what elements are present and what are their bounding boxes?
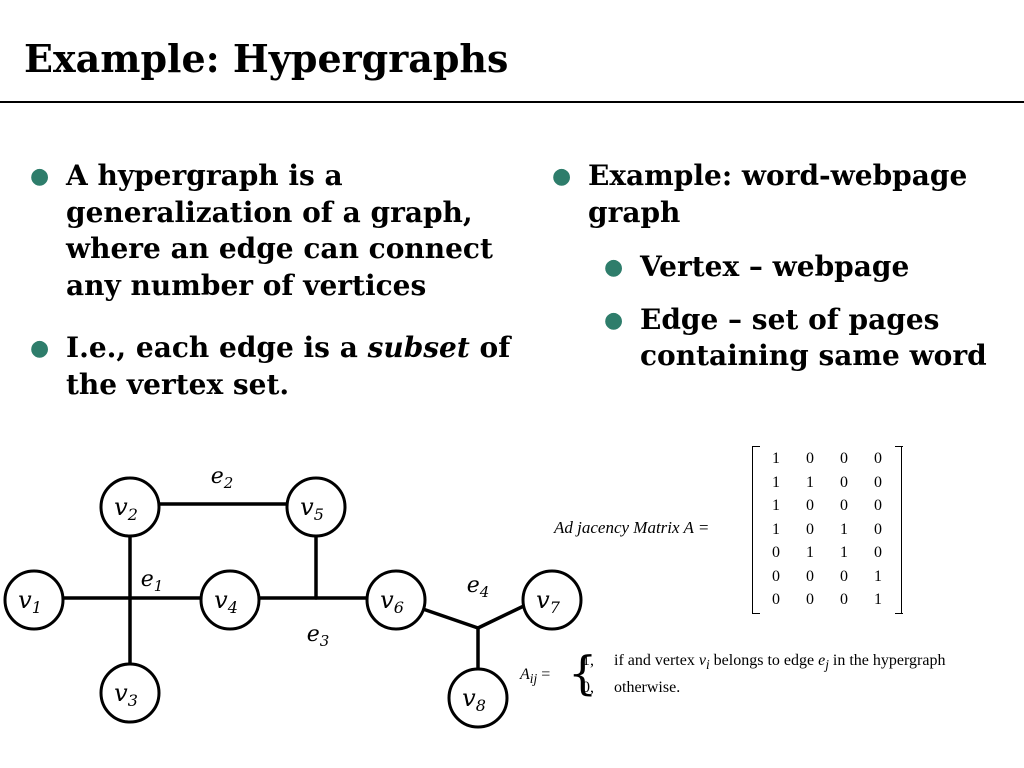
bullet-dot-icon: ●: [30, 335, 50, 361]
matrix-cell: 0: [772, 544, 780, 561]
matrix-cell: 0: [874, 520, 882, 538]
title-divider: [0, 101, 1024, 103]
slide-title: Example: Hypergraphs: [24, 36, 509, 81]
bullet-dot-icon: ●: [30, 163, 50, 189]
matrix-cell: 1: [772, 520, 780, 538]
matrix-cell: 1: [840, 544, 848, 561]
matrix-cell: 0: [806, 450, 814, 467]
matrix-cell: 0: [874, 473, 882, 491]
matrix-label: Ad jacency Matrix A =: [554, 518, 710, 537]
matrix-cell: 1: [806, 544, 814, 561]
vertex-v6-label: v6: [380, 586, 404, 617]
bullet-text: Vertex – webpage: [640, 250, 910, 283]
matrix-cell: 0: [806, 497, 814, 514]
formula-lhs: Aij =: [520, 666, 551, 687]
matrix-row: 1 1 0 0: [753, 471, 901, 495]
edge-e4-left: [418, 606, 480, 630]
matrix-cell: 0: [874, 497, 882, 514]
matrix-row: 1 0 0 0: [753, 447, 901, 471]
formula-case-2: 0,otherwise.: [582, 679, 681, 696]
vertex-v7-node: [521, 569, 583, 631]
vertex-v1-node: [3, 569, 65, 631]
vertex-v3-label: v3: [114, 679, 138, 710]
vertex-v8-label: v8: [462, 684, 486, 715]
adjacency-matrix: 1 0 0 0 1 1 0 0 1 0 0 0 1 0 1 0 0 1 1 0 0 0 0 1 0 0 0 1: [751, 445, 903, 614]
matrix-cell: 1: [806, 473, 814, 491]
matrix-row: 0 0 0 1: [753, 565, 901, 589]
vertex-v5-node: [285, 476, 347, 538]
bullet-text: Edge – set of pages containing same word: [640, 302, 987, 373]
vertex-v2-node: [99, 476, 161, 538]
edge-e3-label: e3: [307, 622, 330, 650]
bullet-dot-icon: ●: [552, 163, 572, 189]
vertex-v4-label: v4: [214, 586, 238, 617]
bullet-text: Example: word-webpage graph: [588, 159, 968, 229]
matrix-cell: 1: [874, 591, 882, 608]
matrix-cell: 0: [840, 567, 848, 585]
sub-bullet-vertex: ● Vertex – webpage: [598, 249, 1024, 286]
matrix-row: 0 0 0 1: [753, 588, 901, 612]
bullet-example: ● Example: word-webpage graph: [546, 158, 1024, 231]
formula-case-1: 1,if and vertex vi belongs to edge ej in…: [582, 652, 946, 673]
matrix-cell: 0: [840, 497, 848, 514]
bullet-subset-definition: ● I.e., each edge is a subset of the ver…: [24, 330, 514, 403]
matrix-cell: 1: [772, 450, 780, 467]
edge-e1-label: e1: [141, 567, 164, 595]
vertex-v2-label: v2: [114, 493, 138, 524]
matrix-row: 0 1 1 0: [753, 541, 901, 565]
matrix-cell: 0: [874, 450, 882, 467]
matrix-cell: 0: [840, 473, 848, 491]
matrix-cell: 0: [840, 591, 848, 608]
edge-e2-label: e2: [211, 464, 234, 492]
matrix-cell: 0: [772, 591, 780, 608]
bullet-text: A hypergraph is a generalization of a gr…: [66, 159, 493, 302]
matrix-cell: 1: [874, 567, 882, 585]
matrix-cell: 0: [806, 567, 814, 585]
vertex-v4-node: [199, 569, 261, 631]
left-bullet-list: ● A hypergraph is a generalization of a …: [24, 158, 514, 429]
sub-bullet-edge: ● Edge – set of pages containing same wo…: [598, 302, 1024, 375]
hypergraph-diagram: v1 v2 v3 v4 v5 v6 v7 v8 e1 e2 e3 e4: [3, 464, 583, 729]
edge-e4-right: [476, 601, 532, 630]
matrix-cell: 0: [772, 567, 780, 585]
matrix-cell: 1: [772, 497, 780, 514]
matrix-cell: 0: [874, 544, 882, 561]
matrix-cell: 0: [806, 591, 814, 608]
right-bullet-list: ● Example: word-webpage graph ● Vertex –…: [546, 158, 1024, 391]
bullet-hypergraph-definition: ● A hypergraph is a generalization of a …: [24, 158, 514, 304]
vertex-v6-node: [365, 569, 427, 631]
matrix-cell: 1: [840, 520, 848, 538]
vertex-v1-label: v1: [18, 586, 42, 617]
matrix-cell: 0: [840, 450, 848, 467]
matrix-cell: 0: [806, 520, 814, 538]
bullet-dot-icon: ●: [604, 306, 624, 333]
vertex-v7-label: v7: [536, 586, 561, 617]
vertex-v8-node: [447, 667, 509, 729]
bullet-text: I.e., each edge is a: [66, 331, 368, 364]
bullet-text: of the vertex set.: [66, 331, 511, 401]
edge-e4-label: e4: [467, 573, 490, 601]
matrix-row: 1 0 1 0: [753, 518, 901, 542]
vertex-v5-label: v5: [300, 493, 324, 524]
matrix-cell: 1: [772, 473, 780, 491]
matrix-row: 1 0 0 0: [753, 494, 901, 518]
bullet-emphasis: subset: [367, 331, 470, 364]
vertex-v3-node: [99, 662, 161, 724]
bullet-dot-icon: ●: [604, 254, 624, 280]
brace-icon: {: [568, 646, 598, 700]
